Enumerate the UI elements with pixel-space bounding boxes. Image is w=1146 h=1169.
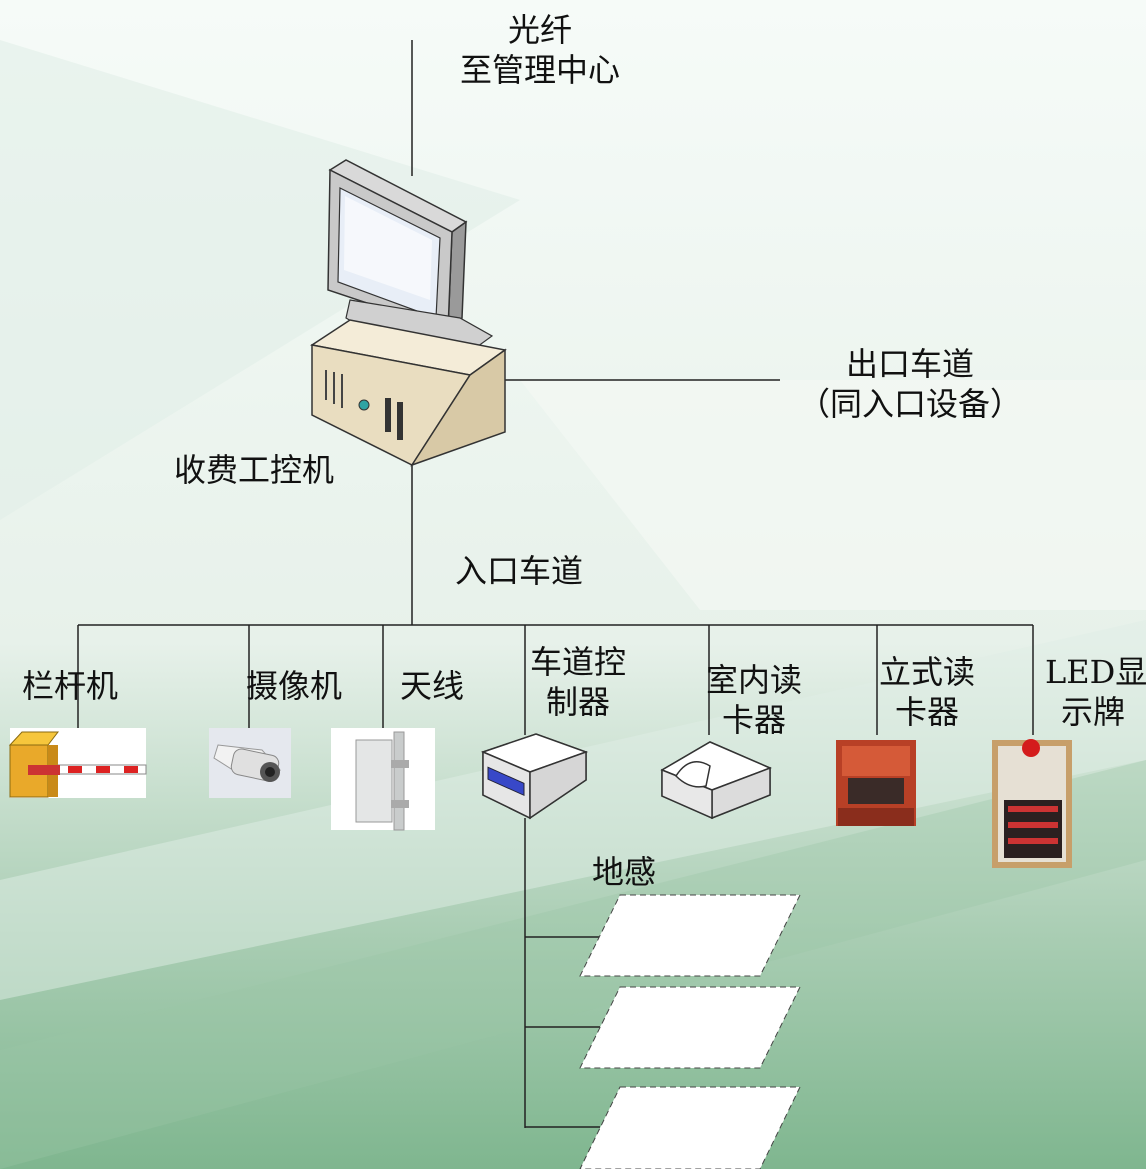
fiber-label: 光纤 至管理中心 bbox=[440, 10, 640, 90]
loop-sensor-2 bbox=[579, 986, 801, 1069]
connection-lines bbox=[77, 40, 1034, 1128]
led-display-label-line1: LED显 bbox=[1045, 653, 1146, 691]
fiber-label-line2: 至管理中心 bbox=[459, 51, 620, 89]
standing-reader-label-line1: 立式读 bbox=[879, 653, 976, 691]
exit-lane-label-line1: 出口车道 bbox=[845, 345, 974, 383]
loop-sensors bbox=[579, 894, 801, 1169]
exit-lane-label: 出口车道 （同入口设备） bbox=[760, 344, 1060, 424]
barrier-label: 栏杆机 bbox=[22, 667, 119, 705]
entry-lane-label: 入口车道 bbox=[455, 552, 584, 590]
antenna-icon bbox=[331, 728, 435, 831]
standing-reader-label-line2: 卡器 bbox=[895, 693, 960, 731]
loop-sensor-1 bbox=[579, 894, 801, 977]
camera-label: 摄像机 bbox=[246, 667, 343, 705]
indoor-reader-label-line2: 卡器 bbox=[722, 701, 787, 739]
standing-reader-label: 立式读 卡器 bbox=[879, 652, 975, 732]
indoor-reader-label-line1: 室内读 bbox=[706, 661, 803, 699]
led-display-icon bbox=[992, 739, 1072, 868]
standing-card-reader-icon bbox=[836, 740, 916, 826]
lane-controller-label-line2: 制器 bbox=[546, 683, 611, 721]
exit-lane-label-line2: （同入口设备） bbox=[797, 385, 1022, 423]
fiber-label-line1: 光纤 bbox=[507, 11, 572, 49]
indoor-card-reader-icon bbox=[660, 741, 772, 820]
led-display-label: LED显 示牌 bbox=[1045, 652, 1146, 732]
led-display-label-line2: 示牌 bbox=[1061, 693, 1126, 731]
lane-controller-label: 车道控 制器 bbox=[530, 642, 626, 722]
toll-pc-label: 收费工控机 bbox=[174, 451, 335, 489]
antenna-label: 天线 bbox=[400, 667, 465, 705]
lane-controller-icon bbox=[480, 733, 589, 820]
indoor-reader-label: 室内读 卡器 bbox=[706, 660, 802, 740]
loop-sensor-label: 地感 bbox=[592, 853, 657, 891]
camera-icon bbox=[209, 728, 291, 798]
barrier-gate-icon bbox=[8, 728, 147, 798]
toll-pc-icon bbox=[310, 159, 507, 467]
loop-sensor-3 bbox=[579, 1086, 801, 1169]
lane-controller-label-line1: 车道控 bbox=[530, 643, 627, 681]
